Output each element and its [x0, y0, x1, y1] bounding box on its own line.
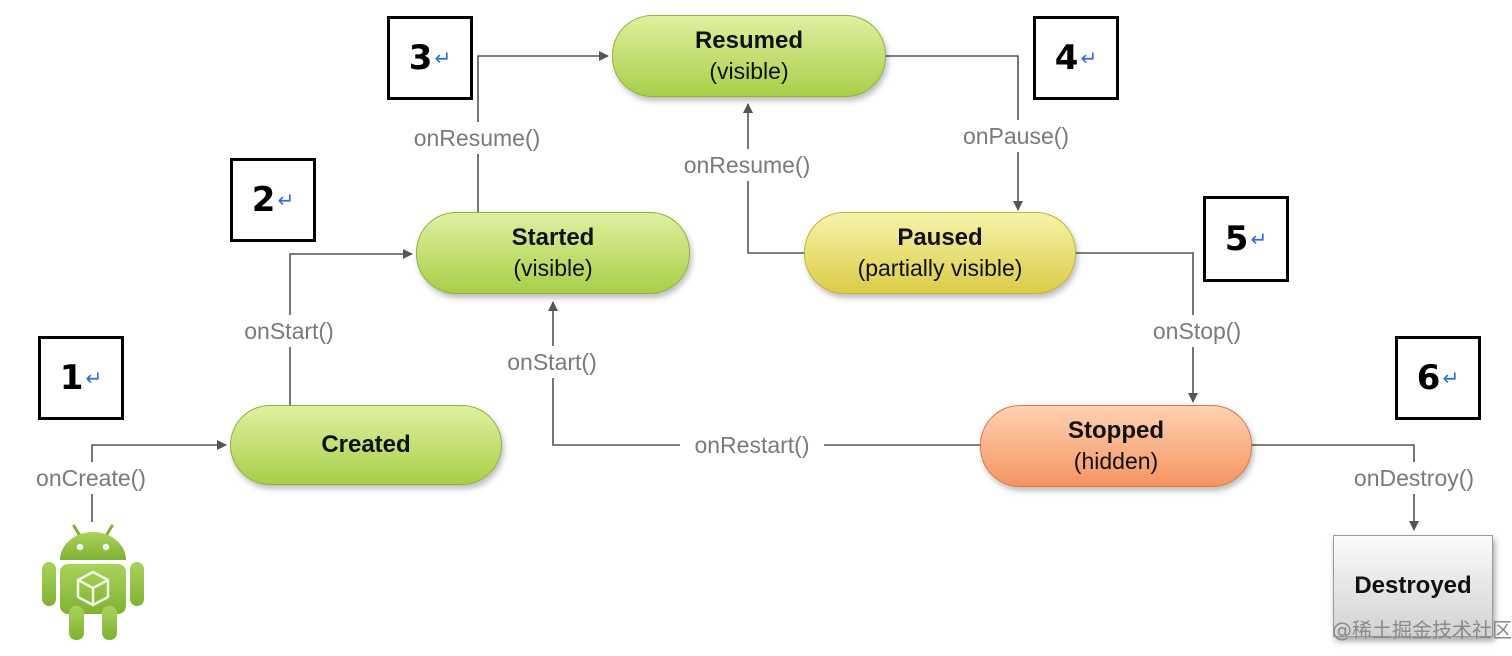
state-name: Created [321, 431, 411, 458]
marker-number: 6 [1416, 358, 1441, 398]
label-onstop: onStop() [1153, 318, 1241, 344]
state-name: Started [511, 224, 595, 251]
state-name: Resumed [694, 27, 804, 54]
return-icon: ↵ [1250, 227, 1268, 251]
marker-3: 3↵ [387, 16, 473, 100]
label-onresume-paused: onResume() [684, 152, 811, 178]
marker-2: 2↵ [230, 158, 316, 242]
arrow-onstart [289, 249, 413, 407]
marker-1: 1↵ [38, 336, 124, 420]
state-created: Created [230, 405, 502, 485]
arrow-onstop [1076, 252, 1198, 403]
arrow-onresume-started [477, 51, 609, 212]
return-icon: ↵ [85, 366, 103, 390]
arrow-oncreate [91, 440, 227, 522]
state-visibility: (visible) [709, 58, 789, 84]
marker-number: 2 [251, 180, 276, 220]
return-icon: ↵ [1442, 366, 1460, 390]
state-destroyed: Destroyed [1333, 535, 1493, 637]
label-onstart-restart: onStart() [507, 349, 596, 375]
state-name: Stopped [1068, 417, 1164, 444]
arrow-ondestroy [1252, 444, 1419, 531]
state-paused: Paused (partially visible) [804, 212, 1076, 294]
label-ondestroy: onDestroy() [1354, 465, 1474, 491]
label-onresume-started: onResume() [414, 125, 541, 151]
state-name: Paused [897, 224, 983, 251]
state-stopped: Stopped (hidden) [980, 405, 1252, 487]
label-onrestart: onRestart() [694, 432, 809, 458]
android-robot-icon [42, 524, 144, 640]
marker-5: 5↵ [1203, 196, 1289, 282]
state-visibility: (partially visible) [857, 255, 1023, 281]
arrow-onrestart [548, 301, 980, 446]
state-resumed: Resumed (visible) [612, 15, 886, 97]
label-onpause: onPause() [963, 123, 1069, 149]
marker-number: 3 [408, 38, 433, 78]
label-onstart: onStart() [244, 318, 333, 344]
marker-number: 4 [1054, 38, 1079, 78]
return-icon: ↵ [1080, 46, 1098, 70]
arrow-onpause [886, 55, 1023, 211]
state-visibility: (hidden) [1073, 448, 1159, 474]
state-started: Started (visible) [416, 212, 690, 294]
state-visibility: (visible) [513, 255, 593, 281]
watermark: @稀土掘金技术社区 [1332, 618, 1512, 642]
marker-number: 1 [59, 358, 84, 398]
state-name: Destroyed [1354, 572, 1472, 599]
marker-4: 4↵ [1033, 16, 1119, 100]
marker-number: 5 [1224, 219, 1249, 259]
return-icon: ↵ [434, 46, 452, 70]
label-oncreate: onCreate() [36, 465, 146, 491]
return-icon: ↵ [277, 188, 295, 212]
marker-6: 6↵ [1395, 336, 1481, 420]
